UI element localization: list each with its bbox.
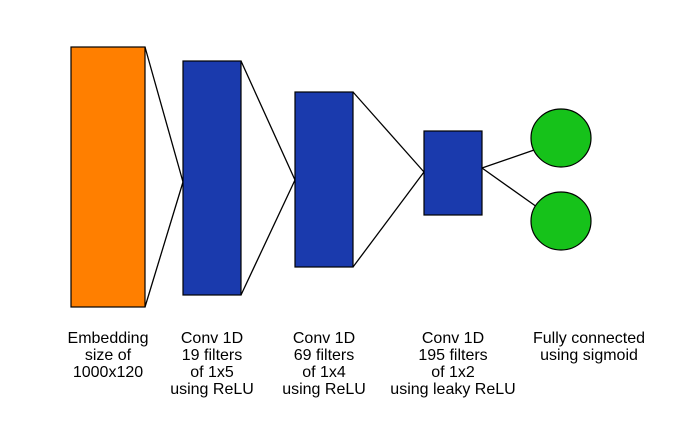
caption-line: of 1x4 xyxy=(302,364,346,381)
caption-line: using ReLU xyxy=(170,381,254,398)
embedding-layer-block xyxy=(70,46,146,308)
caption-line: Fully connected xyxy=(532,330,646,347)
caption-line: 69 filters xyxy=(293,347,355,364)
caption-fully-connected: Fully connected using sigmoid xyxy=(518,330,660,364)
caption-conv3: Conv 1D 195 filters of 1x2 using leaky R… xyxy=(383,330,523,398)
output-unit-2 xyxy=(530,191,592,251)
connectors xyxy=(144,46,538,308)
connector-conv1-conv2-top xyxy=(240,60,296,181)
caption-line: 19 filters xyxy=(181,347,243,364)
caption-line: Conv 1D xyxy=(421,330,485,347)
connector-embedding-conv1-bottom xyxy=(144,181,184,308)
conv2-layer-block xyxy=(294,91,354,268)
caption-line: using ReLU xyxy=(282,381,366,398)
caption-line: Conv 1D xyxy=(180,330,244,347)
caption-line: 195 filters xyxy=(418,347,488,364)
caption-line: of 1x2 xyxy=(431,364,475,381)
caption-line: using sigmoid xyxy=(540,347,638,364)
connector-embedding-conv1-top xyxy=(144,46,184,183)
caption-line: Embedding xyxy=(67,330,149,347)
connector-conv3-output2 xyxy=(481,167,538,208)
caption-embedding: Embedding size of 1000x120 xyxy=(50,330,166,381)
connector-conv2-conv3-top xyxy=(352,91,425,173)
caption-line: 1000x120 xyxy=(72,364,144,381)
connector-conv1-conv2-bottom xyxy=(240,179,296,296)
caption-line: using leaky ReLU xyxy=(390,381,516,398)
output-unit-1 xyxy=(530,108,592,168)
conv3-layer-block xyxy=(423,130,483,216)
conv1-layer-block xyxy=(182,60,242,296)
caption-conv2: Conv 1D 69 filters of 1x4 using ReLU xyxy=(269,330,379,398)
caption-line: size of xyxy=(84,347,132,364)
caption-line: Conv 1D xyxy=(292,330,356,347)
connector-conv3-output1 xyxy=(481,148,538,169)
caption-line: of 1x5 xyxy=(190,364,234,381)
caption-conv1: Conv 1D 19 filters of 1x5 using ReLU xyxy=(157,330,267,398)
connector-conv2-conv3-bottom xyxy=(352,171,425,268)
